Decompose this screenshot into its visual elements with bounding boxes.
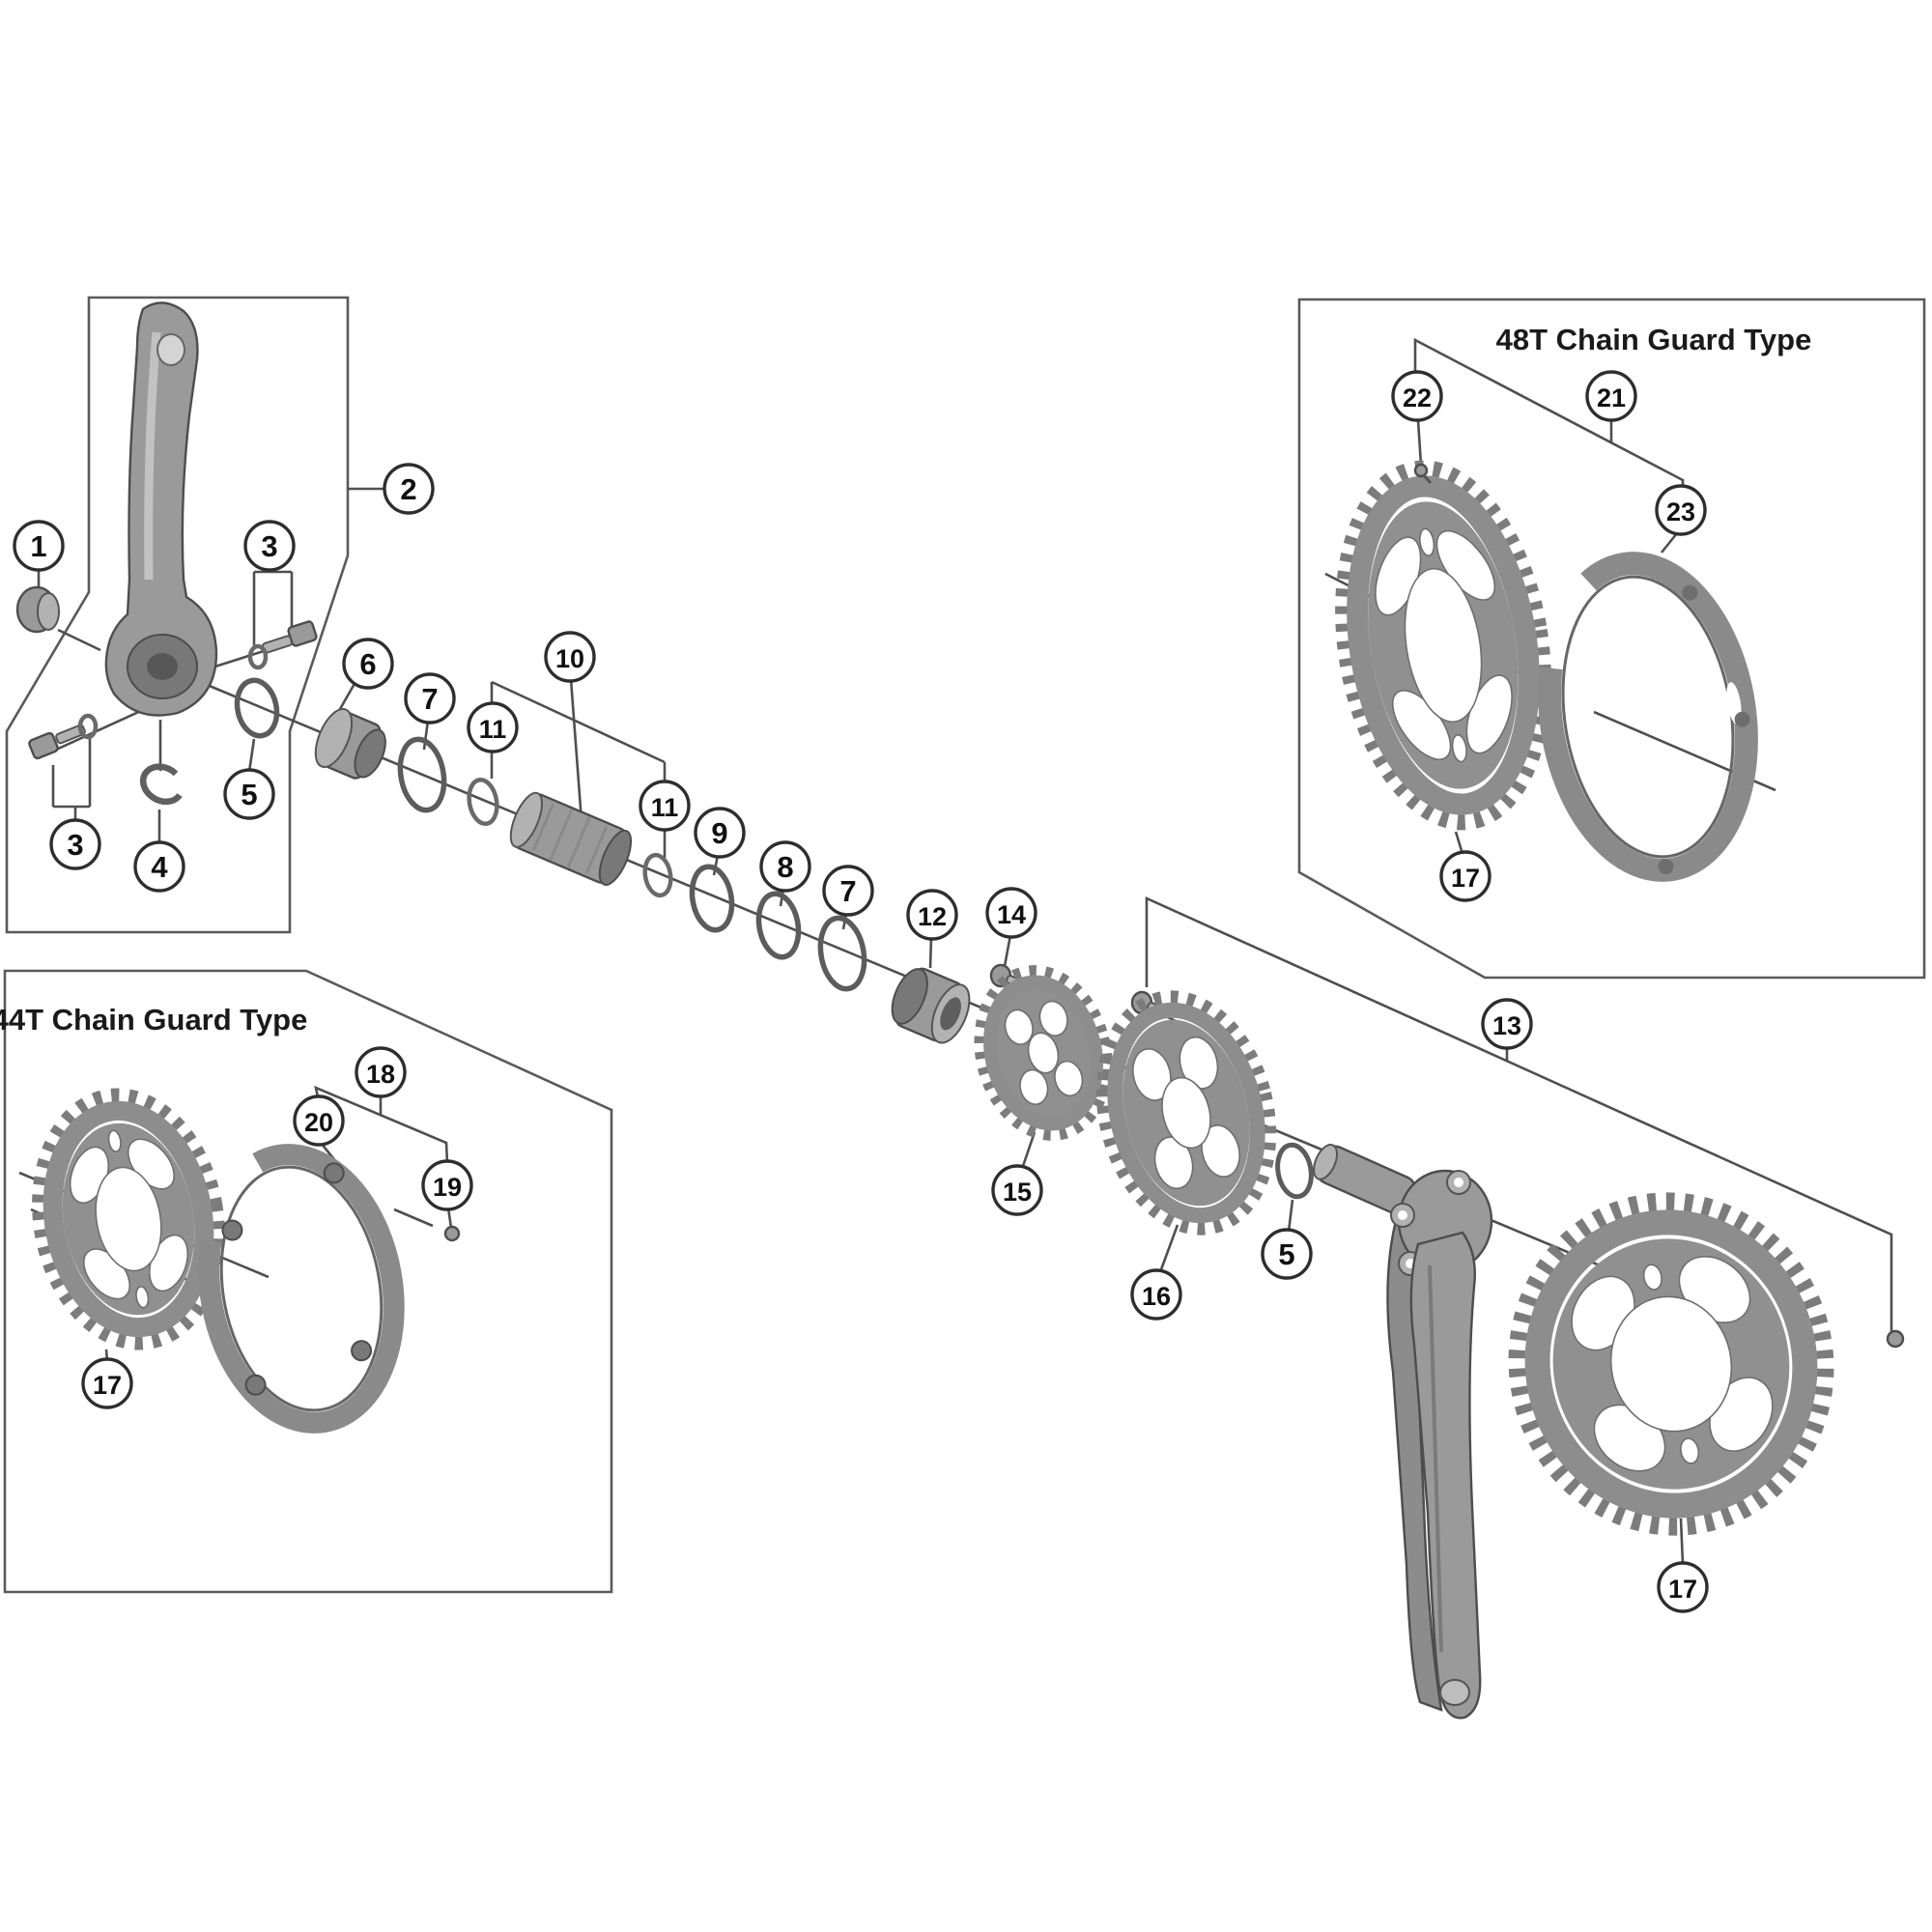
callout-2	[383, 463, 435, 515]
callout-label-6: 6	[359, 647, 376, 681]
callout-1	[13, 520, 65, 572]
callout-19	[421, 1159, 473, 1211]
callout-20	[293, 1094, 345, 1147]
callout-11	[467, 701, 519, 753]
part-11-ring-a	[467, 777, 499, 827]
part-8-o-ring	[755, 891, 802, 960]
callout-17	[1439, 850, 1492, 902]
callout-label-10: 10	[555, 644, 584, 673]
callout-label-5: 5	[241, 778, 257, 811]
callout-17	[81, 1357, 133, 1409]
callout-label-4: 4	[151, 850, 168, 884]
part-4-circlip	[139, 763, 183, 806]
callout-label-12: 12	[918, 902, 947, 931]
part-5-o-ring-right	[1275, 1142, 1314, 1200]
chain-guard-44t-box	[3, 969, 613, 1594]
part-22-screw	[1413, 463, 1433, 484]
callout-label-23: 23	[1666, 497, 1695, 526]
callout-label-7: 7	[839, 874, 856, 908]
callout-label-5: 5	[1278, 1237, 1294, 1271]
part-3-bolt-washer-lower	[28, 713, 99, 760]
callout-18	[355, 1046, 407, 1098]
callout-23	[1655, 484, 1707, 536]
callout-3	[243, 520, 296, 572]
callout-5	[1261, 1228, 1313, 1280]
callout-10	[544, 631, 596, 683]
callout-label-13: 13	[1492, 1011, 1521, 1040]
callout-15	[991, 1164, 1043, 1216]
callout-14	[985, 887, 1037, 939]
guard48-bracket	[1413, 337, 1685, 487]
callout-3	[49, 818, 101, 870]
callout-label-3: 3	[67, 828, 83, 862]
callout-label-11: 11	[651, 793, 679, 822]
part-7-o-ring-a	[397, 736, 447, 813]
callout-5	[223, 768, 275, 820]
callout-4	[133, 840, 185, 893]
callout-label-15: 15	[1003, 1178, 1032, 1207]
callout-16	[1130, 1268, 1182, 1321]
part-1-crank-cap	[15, 585, 60, 634]
part-17-chainring-large-right	[1508, 1192, 1834, 1536]
part-6-bearing-cup-left	[314, 707, 386, 780]
part-23-chain-guard-48t	[1538, 552, 1758, 882]
callout-label-8: 8	[777, 850, 793, 884]
callout-label-3: 3	[261, 529, 277, 563]
callout-label-17: 17	[1668, 1575, 1697, 1604]
callout-label-11: 11	[479, 715, 507, 744]
part-19-bolt	[443, 1225, 461, 1242]
part-5-o-ring-left	[234, 677, 280, 739]
callout-12	[906, 889, 958, 941]
left-crank-box	[5, 296, 350, 934]
callout-label-19: 19	[433, 1173, 462, 1202]
callout-label-17: 17	[93, 1371, 122, 1400]
callout-7	[404, 672, 456, 724]
callout-label-9: 9	[711, 816, 727, 850]
part-13-right-crank-assembly	[1313, 1144, 1726, 1719]
callout-label-17: 17	[1451, 864, 1480, 893]
callout-6	[342, 638, 394, 690]
callout-label-2: 2	[400, 472, 416, 506]
part-7-o-ring-b	[817, 915, 867, 992]
box-title-48t: 48T Chain Guard Type	[1496, 323, 1812, 356]
callout-label-14: 14	[997, 900, 1026, 929]
callout-label-20: 20	[304, 1108, 333, 1137]
callout-11	[639, 780, 691, 832]
callout-8	[759, 840, 811, 893]
part-16-chainring-middle	[1095, 990, 1277, 1236]
callout-label-18: 18	[366, 1060, 395, 1089]
callout-label-22: 22	[1403, 384, 1432, 412]
parts	[15, 301, 1905, 1719]
box-title-44t: 44T Chain Guard Type	[0, 1003, 307, 1037]
callout-9	[694, 807, 746, 859]
callout-22	[1391, 370, 1443, 422]
callout-17	[1657, 1561, 1709, 1613]
pedal-hole	[156, 333, 185, 366]
callout-label-7: 7	[421, 682, 438, 716]
callout-7	[822, 865, 874, 917]
part-10-spacer-sleeve	[509, 791, 633, 886]
part-9-o-ring	[689, 864, 735, 933]
part-17-chainring-48t	[1335, 460, 1551, 831]
part-13-end-bolt	[1886, 1329, 1905, 1349]
callout-21	[1585, 370, 1637, 422]
chain-guard-48t-box	[1297, 298, 1926, 980]
part-20-chain-guard-44t	[198, 1144, 405, 1434]
callout-label-21: 21	[1597, 384, 1626, 412]
callout-13	[1481, 998, 1533, 1050]
part-12-bearing-cup-right	[891, 967, 971, 1044]
part-3-bolt-washer-upper	[247, 620, 318, 670]
part-11-ring-b	[642, 852, 673, 898]
callout-label-16: 16	[1142, 1282, 1171, 1311]
group-boxes: 48T Chain Guard Type 44T Chain Guard Typ…	[0, 296, 1926, 1594]
part-2-left-crank-arm	[104, 301, 218, 717]
callout-label-1: 1	[30, 529, 46, 563]
part-17-chainring-44t	[32, 1088, 225, 1350]
part-15-chainring-small	[974, 965, 1113, 1141]
